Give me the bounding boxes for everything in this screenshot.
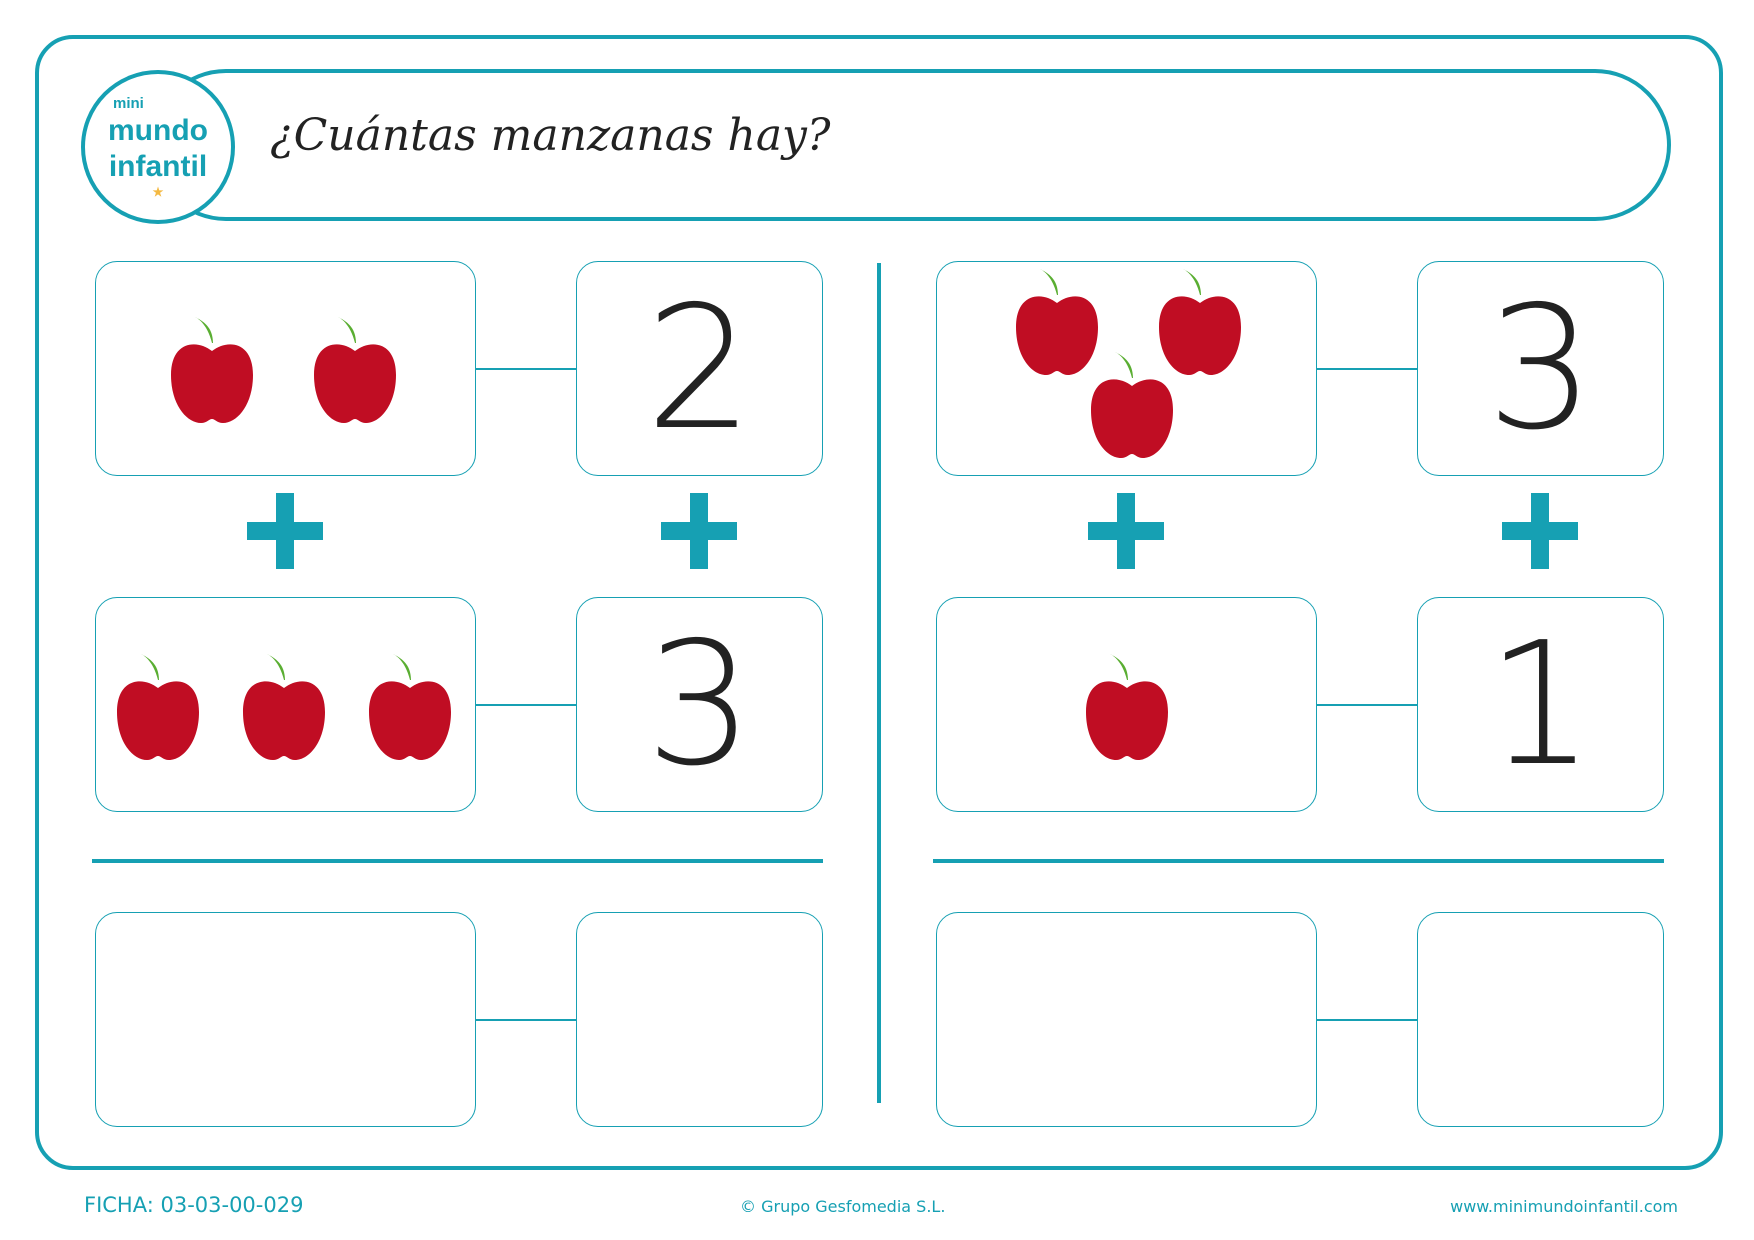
plus-icon [661,493,737,569]
apple-icon [167,313,257,425]
number-box: 3 [1417,261,1664,476]
answer-apples-box[interactable] [936,912,1317,1127]
plus-icon [1502,493,1578,569]
apple-icon [365,650,455,762]
apple-icon [310,313,400,425]
logo-mini: mini [113,94,144,112]
logo-mundo: mundo [108,113,208,147]
connector-line [1317,704,1417,706]
connector-line [1317,1019,1417,1021]
apple-icon [1155,265,1245,377]
logo-infantil: infantil [108,149,208,183]
answer-number-box[interactable] [576,912,823,1127]
number-box: 2 [576,261,823,476]
apple-icon [1087,348,1177,460]
number-label: 3 [645,605,754,804]
plus-icon [1088,493,1164,569]
apple-icon [1082,650,1172,762]
worksheet-frame [35,35,1723,1170]
apple-icon [1012,265,1102,377]
number-label: 1 [1486,605,1595,804]
star-icon: ★ [152,184,164,199]
website-link[interactable]: www.minimundoinfantil.com [1450,1197,1678,1216]
connector-line [476,368,576,370]
answer-number-box[interactable] [1417,912,1664,1127]
connector-line [1317,368,1417,370]
number-label: 2 [645,269,754,468]
sum-line [933,859,1664,863]
number-box: 3 [576,597,823,812]
page-title: ¿Cuántas manzanas hay? [270,110,831,161]
plus-icon [247,493,323,569]
center-divider [877,263,881,1103]
answer-apples-box[interactable] [95,912,476,1127]
number-box: 1 [1417,597,1664,812]
connector-line [476,1019,576,1021]
apple-icon [113,650,203,762]
copyright: © Grupo Gesfomedia S.L. [740,1197,946,1216]
connector-line [476,704,576,706]
apple-icon [239,650,329,762]
logo: mini mundo infantil ★ [81,70,235,224]
number-label: 3 [1486,269,1595,468]
apples-box [95,261,476,476]
sheet-code: FICHA: 03-03-00-029 [84,1193,304,1217]
sum-line [92,859,823,863]
